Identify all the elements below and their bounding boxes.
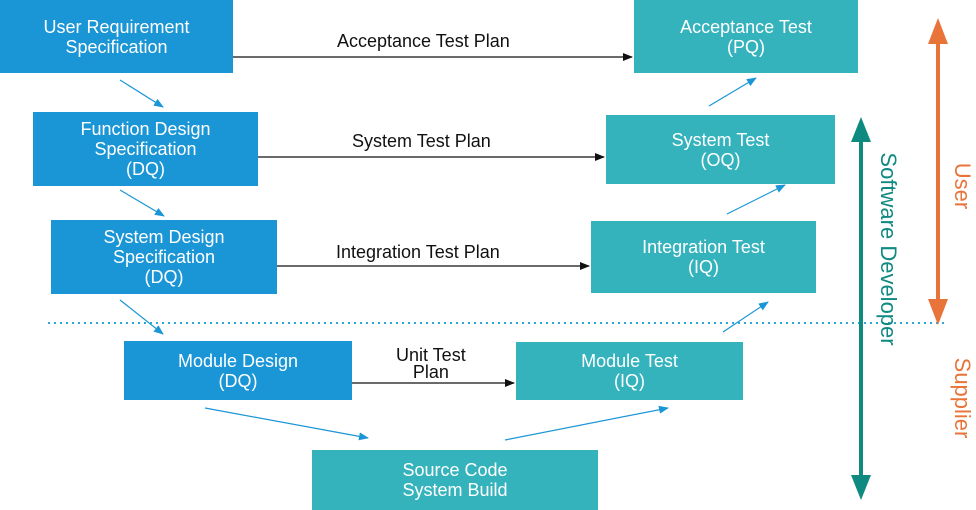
- box-line: Module Test: [581, 351, 678, 371]
- box-line: Integration Test: [642, 237, 765, 257]
- box-line: System Build: [402, 480, 508, 500]
- source-code-box: Source Code System Build: [312, 450, 598, 510]
- box-line: Specification: [65, 36, 168, 57]
- box-line: Acceptance Test: [680, 16, 812, 37]
- box-line: (OQ): [700, 149, 741, 170]
- box-line: Specification: [94, 139, 197, 159]
- acceptance-test-box: Acceptance Test (PQ): [634, 0, 858, 73]
- developer-arrow-bottom-head: [851, 475, 871, 500]
- supplier-label: Supplier: [950, 357, 975, 439]
- box-line: Source Code: [402, 460, 508, 480]
- function-design-box: Function Design Specification (DQ): [33, 112, 258, 186]
- flow-arrow: [504, 405, 669, 441]
- box-line: (IQ): [614, 371, 645, 391]
- box-line: System Design: [103, 227, 225, 247]
- unit-test-plan-line: Plan: [412, 362, 449, 382]
- flow-arrow: [708, 77, 757, 107]
- system-design-box: System Design Specification (DQ): [51, 220, 277, 294]
- module-design-box: Module Design (DQ): [124, 341, 352, 400]
- module-test-box: Module Test (IQ): [516, 342, 743, 400]
- box-line: System Test: [671, 129, 770, 150]
- box-line: Specification: [112, 247, 216, 267]
- box-line: (DQ): [126, 159, 165, 179]
- integration-test-box: Integration Test (IQ): [591, 221, 816, 293]
- box-line: Function Design: [80, 119, 211, 139]
- box-line: (DQ): [144, 267, 184, 287]
- acceptance-test-plan-label: Acceptance Test Plan: [337, 31, 510, 51]
- user-arrow-top-head: [928, 18, 948, 44]
- box-line: (DQ): [218, 370, 258, 391]
- flow-arrow: [722, 301, 769, 333]
- user-label: User: [950, 162, 975, 210]
- integration-test-plan-label: Integration Test Plan: [336, 242, 500, 262]
- box-line: (IQ): [688, 257, 719, 277]
- flow-arrow: [726, 184, 786, 215]
- flow-arrow: [119, 189, 165, 217]
- flow-arrow: [204, 407, 369, 441]
- user-arrow-bottom-head: [928, 299, 948, 325]
- system-test-box: System Test (OQ): [606, 115, 835, 184]
- flow-arrow: [119, 79, 164, 108]
- user-requirement-box: User Requirement Specification: [0, 0, 233, 73]
- flow-arrow: [119, 299, 164, 335]
- unit-test-plan-line: Unit Test: [396, 345, 466, 365]
- unit-test-plan-label: Unit Test Plan: [396, 345, 466, 382]
- box-line: (PQ): [727, 36, 765, 57]
- box-line: Module Design: [177, 350, 299, 371]
- system-test-plan-label: System Test Plan: [352, 131, 491, 151]
- developer-arrow-top-head: [851, 117, 871, 142]
- box-line: User Requirement: [43, 16, 190, 37]
- software-developer-label: Software Developer: [876, 152, 901, 346]
